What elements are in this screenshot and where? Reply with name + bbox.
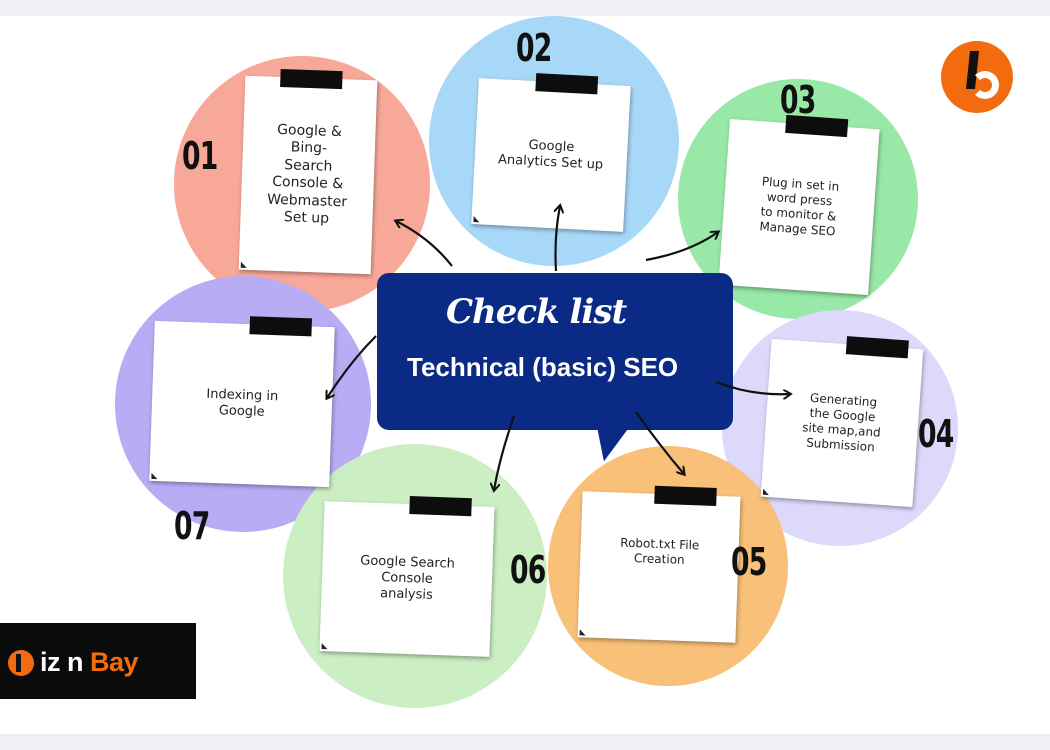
step-07-number: 07 xyxy=(174,504,210,548)
arrow-to-step-03 xyxy=(645,232,718,262)
step-02-number: 02 xyxy=(516,26,552,70)
diagram-canvas: Google & Bing- Search Console & Webmaste… xyxy=(0,16,1050,734)
arrow-to-step-07 xyxy=(327,335,377,398)
logo-wordmark: iz n Bay xyxy=(40,647,139,678)
arrow-to-step-02 xyxy=(556,206,561,272)
logo-text-part2: Bay xyxy=(90,647,139,677)
arrow-to-step-01 xyxy=(396,221,453,267)
biznbay-logo: iz n Bay xyxy=(0,623,196,699)
checklist-title: Check list xyxy=(446,292,627,332)
b-logo-icon xyxy=(941,41,1013,113)
logo-bowl xyxy=(971,71,999,99)
step-01-number: 01 xyxy=(182,134,218,178)
arrow-to-step-05 xyxy=(635,411,684,474)
center-speech-bubble xyxy=(377,273,733,430)
step-05-number: 05 xyxy=(731,540,767,584)
step-04-number: 04 xyxy=(918,412,954,456)
connector-arrows xyxy=(0,16,1050,734)
logo-stem xyxy=(16,654,21,672)
logo-text-part1: iz n xyxy=(40,647,90,677)
arrow-to-step-04 xyxy=(715,380,790,394)
step-03-number: 03 xyxy=(780,78,816,122)
step-06-number: 06 xyxy=(510,548,546,592)
arrow-to-step-06 xyxy=(494,415,516,490)
b-logo-icon xyxy=(8,650,34,676)
center-subtitle: Technical (basic) SEO xyxy=(407,352,679,382)
